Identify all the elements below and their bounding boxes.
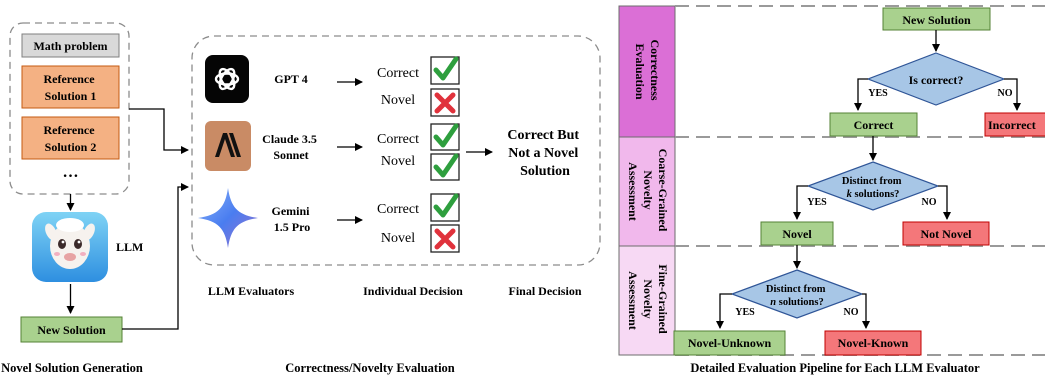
reference-solution-1-box bbox=[21, 65, 120, 109]
reference-solution-1-label: Reference Solution 1 bbox=[43, 72, 97, 103]
more-references-ellipsis: … bbox=[63, 164, 79, 181]
gemini-novel-label: Novel bbox=[381, 231, 415, 246]
individual-decision-label: Individual Decision bbox=[363, 284, 463, 298]
gemini-correct-label: Correct bbox=[377, 202, 419, 217]
incorrect-box bbox=[984, 112, 1045, 137]
gemini-correct-check-icon bbox=[430, 193, 460, 222]
claude-correct-check-icon bbox=[430, 123, 460, 151]
reference-to-evaluators-arrow bbox=[129, 108, 189, 154]
stage-coarse-novelty-label: Coarse-Grained Novelty Assessment bbox=[626, 149, 670, 235]
distinct-n-no-label: NO bbox=[844, 307, 859, 318]
new-solution-to-evaluators-arrow bbox=[122, 183, 189, 330]
novel-unknown-label: Novel-Unknown bbox=[688, 336, 772, 350]
final-decision-label: Final Decision bbox=[508, 284, 581, 298]
evaluation-panel: GPT 4 Correct Novel Claude 3.5 Sonnet Co… bbox=[191, 35, 601, 375]
pipeline-new-solution-label: New Solution bbox=[902, 13, 971, 27]
novel-unknown-box bbox=[673, 330, 786, 356]
gemini-novel-cross-icon bbox=[430, 224, 460, 253]
is-correct-no-label: NO bbox=[998, 88, 1013, 99]
gpt4-correct-label: Correct bbox=[377, 66, 419, 81]
generation-panel: Math problem Reference Solution 1 Refere… bbox=[1, 22, 143, 375]
novel-label: Novel bbox=[782, 227, 812, 241]
stage-correctness-label: Correctness Evaluation bbox=[633, 39, 662, 103]
model-name-claude: Claude 3.5 Sonnet bbox=[262, 132, 320, 162]
is-correct-diamond bbox=[866, 52, 1006, 106]
anthropic-logo-icon bbox=[205, 121, 251, 171]
evaluation-caption: Correctness/Novelty Evaluation bbox=[285, 361, 455, 375]
model-name-gemini: Gemini 1.5 Pro bbox=[272, 204, 313, 234]
claude-novel-label: Novel bbox=[381, 154, 415, 169]
gpt4-novel-label: Novel bbox=[381, 93, 415, 108]
distinct-k-no-label: NO bbox=[922, 197, 937, 208]
new-solution-box bbox=[20, 316, 123, 343]
evaluators-group-box bbox=[191, 35, 601, 266]
distinct-n-yes-label: YES bbox=[735, 307, 755, 318]
llama-avatar-icon bbox=[32, 212, 108, 282]
novel-known-box bbox=[824, 330, 922, 356]
claude-novel-check-icon bbox=[430, 153, 460, 181]
distinct-n-diamond bbox=[730, 269, 864, 319]
pipeline-caption: Detailed Evaluation Pipeline for Each LL… bbox=[690, 361, 980, 375]
stage-fine-novelty-label: Fine-Grained Novelty Assessment bbox=[626, 264, 670, 336]
stage-fine-novelty-box bbox=[618, 245, 676, 356]
math-problem-label: Math problem bbox=[33, 39, 107, 53]
distinct-n-question: Distinct from n solutions? bbox=[766, 284, 828, 308]
gpt4-novel-cross-icon bbox=[430, 88, 460, 117]
openai-logo-icon bbox=[205, 55, 249, 103]
final-decision-result: Correct But Not a Novel Solution bbox=[507, 128, 582, 179]
correct-label: Correct bbox=[854, 118, 894, 132]
incorrect-label: Incorrect bbox=[988, 118, 1036, 132]
not-novel-box bbox=[902, 221, 990, 246]
generation-caption: Novel Solution Generation bbox=[1, 361, 143, 375]
model-name-gpt4: GPT 4 bbox=[274, 72, 307, 86]
reference-solution-2-box bbox=[21, 116, 120, 160]
math-problem-box bbox=[21, 33, 120, 58]
llm-label: LLM bbox=[116, 240, 143, 254]
is-correct-question: Is correct? bbox=[909, 73, 964, 87]
not-novel-label: Not Novel bbox=[921, 227, 973, 241]
distinct-k-yes-label: YES bbox=[807, 197, 827, 208]
is-correct-yes-label: YES bbox=[868, 88, 888, 99]
reference-solution-2-label: Reference Solution 2 bbox=[43, 123, 97, 154]
novel-known-label: Novel-Known bbox=[838, 336, 909, 350]
pipeline-panel: Correctness Evaluation Coarse-Grained No… bbox=[618, 5, 1045, 375]
distinct-k-diamond bbox=[806, 161, 940, 211]
new-solution-label: New Solution bbox=[37, 323, 106, 337]
claude-correct-label: Correct bbox=[377, 132, 419, 147]
gpt4-correct-check-icon bbox=[430, 56, 460, 85]
distinct-k-question: Distinct from k solutions? bbox=[842, 176, 904, 200]
gemini-star-icon bbox=[198, 188, 258, 248]
llm-evaluators-label: LLM Evaluators bbox=[208, 284, 295, 298]
